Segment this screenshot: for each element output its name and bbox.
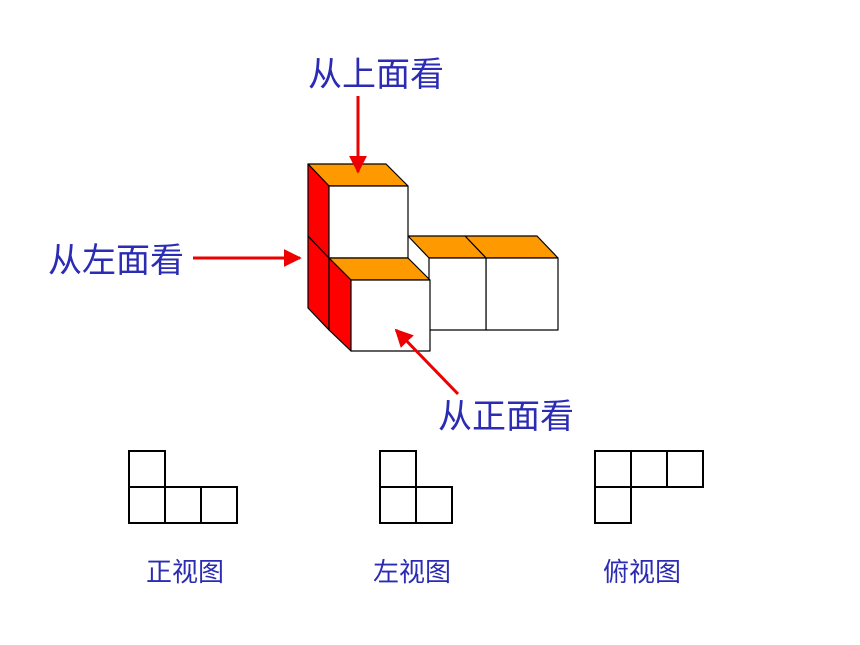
cube-back-right-front: [485, 257, 559, 331]
cube-top-front: [328, 185, 409, 259]
front-view-drawing: [128, 450, 238, 524]
cube-back-middle-front: [428, 257, 487, 331]
label-from-left: 从左面看: [48, 241, 184, 281]
cube-assembly: [307, 163, 559, 352]
caption-left-view: 左视图: [373, 558, 452, 588]
view-arrows: [193, 96, 460, 396]
label-from-top: 从上面看: [308, 55, 444, 95]
cube-front-front: [350, 279, 431, 352]
left-view-drawing: [379, 450, 453, 524]
cube-top: [307, 163, 409, 259]
arrow-from-front: [394, 328, 460, 396]
label-from-front: 从正面看: [438, 397, 574, 437]
cube-back-middle: [407, 235, 487, 331]
caption-front-view: 正视图: [146, 558, 225, 588]
cube-back-right: [464, 235, 559, 331]
caption-top-view: 俯视图: [603, 558, 682, 588]
cube-front: [328, 257, 431, 352]
top-view-drawing: [594, 450, 704, 524]
